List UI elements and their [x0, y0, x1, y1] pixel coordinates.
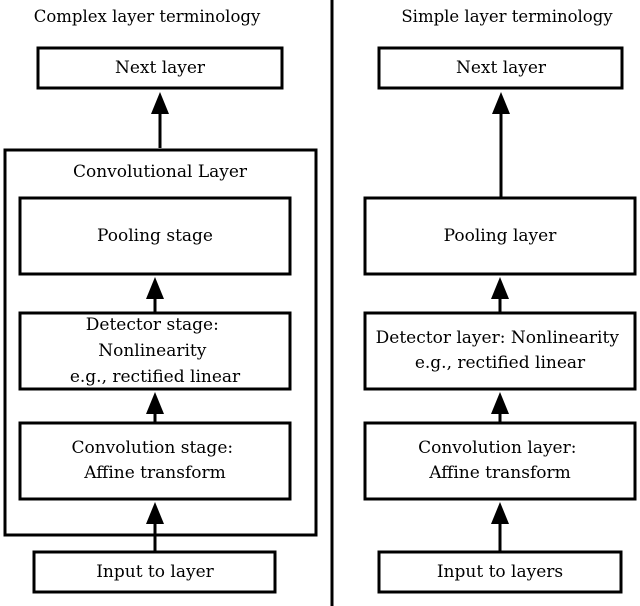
right-arrow-from-input-head — [491, 502, 509, 524]
detector-stage-line-3: e.g., rectified linear — [70, 367, 241, 387]
right-next-layer-box — [377, 46, 624, 90]
left-next-layer-label: Next layer — [115, 58, 206, 78]
detector-layer-label: Detector layer: Nonlinearity e.g., recti… — [376, 328, 625, 373]
detector-layer-box — [363, 311, 637, 391]
pooling-layer-label: Pooling layer — [444, 226, 558, 246]
convolution-stage-box — [18, 421, 292, 501]
convolution-layer-line-2: Affine transform — [428, 463, 570, 483]
convolution-stage-line-1: Convolution stage: — [71, 438, 233, 458]
left-heading: Complex layer terminology — [34, 7, 261, 26]
detector-stage-box — [18, 311, 292, 391]
left-arrow-from-input-head — [146, 502, 164, 524]
right-arrow-to-pooling-head — [491, 277, 509, 299]
right-next-layer-label: Next layer — [456, 58, 547, 78]
right-heading: Simple layer terminology — [401, 7, 613, 26]
left-arrow-to-detector-head — [146, 392, 164, 414]
convolution-layer-label: Convolution layer: Affine transform — [418, 438, 582, 483]
detector-layer-line-2: e.g., rectified linear — [415, 353, 586, 373]
detector-stage-line-1: Detector stage: — [86, 315, 219, 335]
pooling-stage-box — [18, 196, 292, 276]
convolution-layer-line-1: Convolution layer: — [418, 438, 576, 458]
detector-stage-label: Detector stage: Nonlinearity e.g., recti… — [70, 315, 241, 387]
left-arrow-to-next-head — [151, 92, 169, 114]
right-input-box — [377, 550, 623, 594]
convolution-stage-label: Convolution stage: Affine transform — [71, 438, 238, 483]
left-input-label: Input to layer — [96, 562, 214, 582]
pooling-stage-label: Pooling stage — [97, 226, 213, 246]
convolutional-layer-title: Convolutional Layer — [73, 162, 248, 182]
convolution-layer-box — [363, 421, 637, 501]
right-arrow-to-next-head — [492, 92, 510, 114]
left-input-box — [32, 550, 277, 594]
right-input-label: Input to layers — [437, 562, 563, 582]
left-next-layer-box — [36, 46, 284, 90]
detector-stage-line-2: Nonlinearity — [98, 341, 206, 361]
detector-layer-line-1: Detector layer: Nonlinearity — [376, 328, 620, 348]
left-arrow-to-pooling-head — [146, 277, 164, 299]
pooling-layer-box — [363, 196, 637, 276]
convolution-stage-line-2: Affine transform — [83, 463, 225, 483]
right-arrow-to-detector-head — [491, 392, 509, 414]
